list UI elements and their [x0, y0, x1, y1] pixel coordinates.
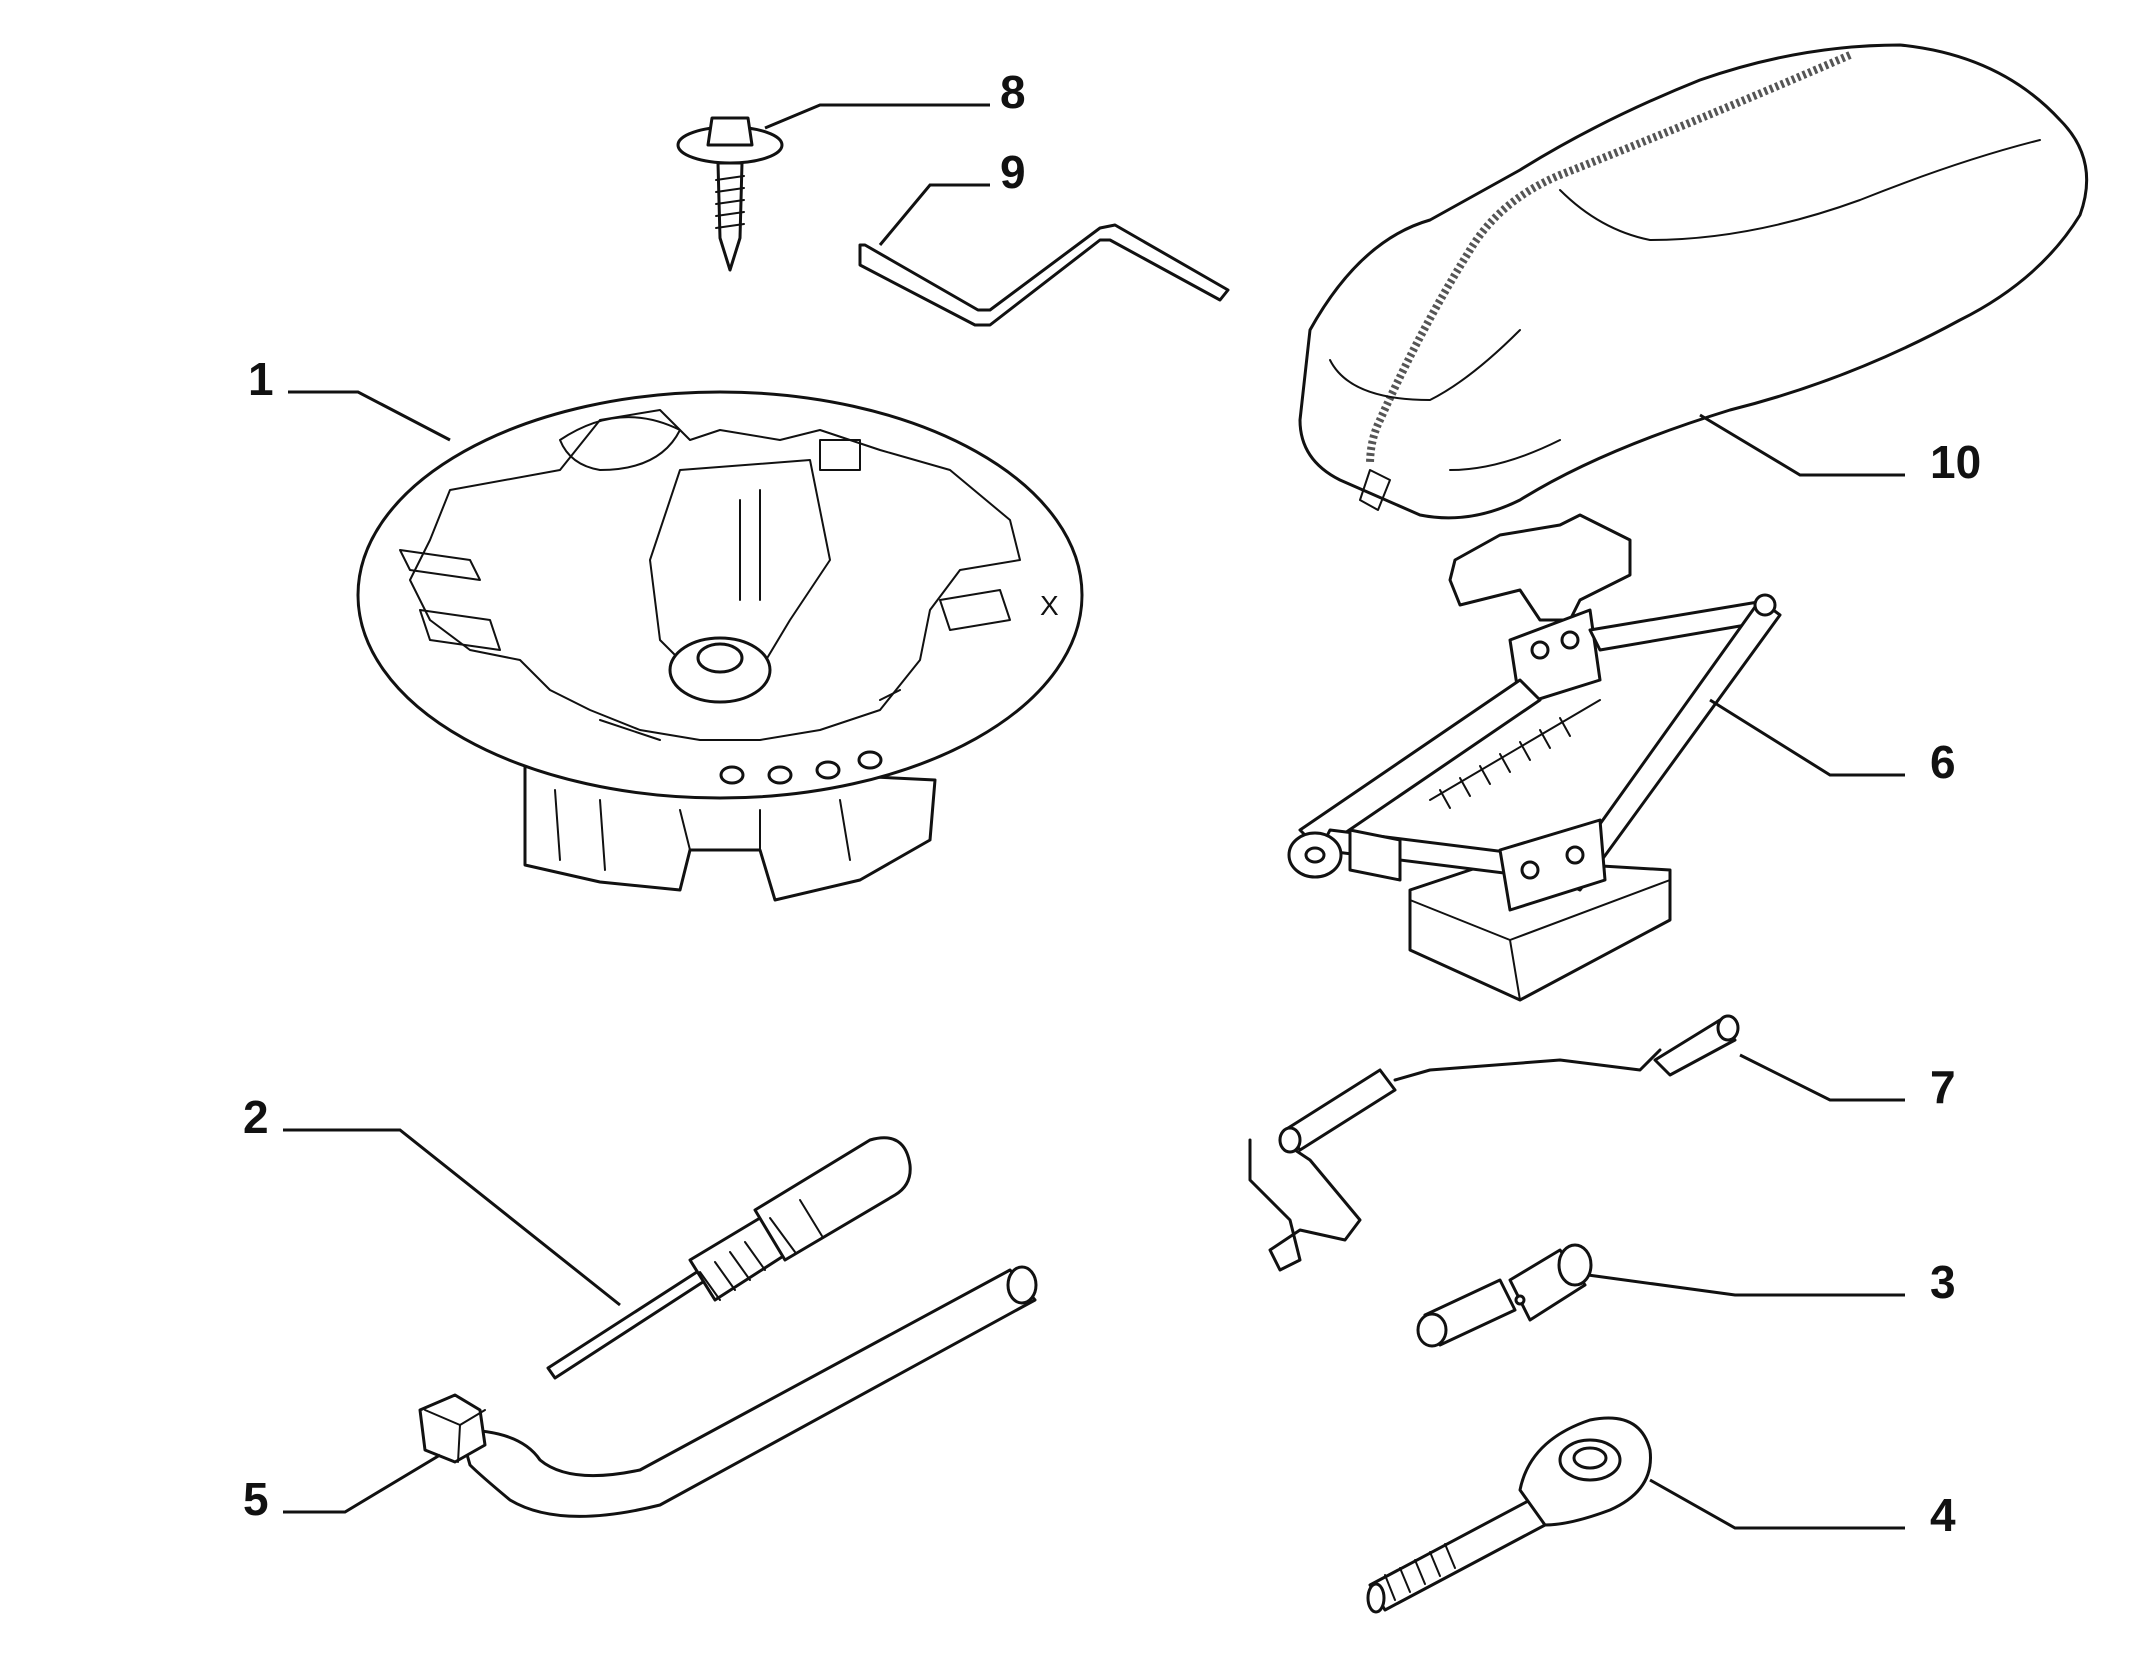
callout-7: 7: [1930, 1061, 1956, 1113]
towing-eye-part: [1366, 1416, 1652, 1614]
leader-4: [1649, 1478, 1905, 1530]
callout-3: 3: [1930, 1256, 1956, 1308]
tool-tray-part: X: [356, 390, 1084, 902]
callout-5: 5: [243, 1473, 269, 1525]
leader-3: [1587, 1273, 1905, 1297]
scissor-jack-part: [1287, 513, 1782, 1002]
leader-2: [283, 1128, 621, 1307]
callout-6: 6: [1930, 736, 1956, 788]
x-mark: X: [1040, 590, 1059, 621]
tool-bag-part: [1298, 43, 2089, 520]
crank-handle-part: [1248, 1014, 1740, 1272]
leader-5: [283, 1453, 441, 1514]
callout-9: 9: [1000, 146, 1026, 198]
callout-4: 4: [1930, 1489, 1956, 1541]
callout-10: 10: [1930, 436, 1981, 488]
leader-lines: [283, 103, 1905, 1530]
leader-9: [878, 183, 990, 246]
hex-key-part: [858, 223, 1230, 327]
leader-6: [1709, 698, 1905, 777]
wheel-wrench-part: [418, 1265, 1038, 1518]
callout-8: 8: [1000, 66, 1026, 118]
screw-part: [676, 116, 784, 272]
leader-7: [1739, 1053, 1905, 1102]
callout-numbers: 8 9 1 10 6 7 3 4 2 5: [243, 66, 1981, 1541]
leader-8: [764, 103, 990, 130]
leader-1: [288, 390, 451, 442]
socket-adapter-part: [1416, 1243, 1593, 1348]
callout-1: 1: [248, 353, 274, 405]
callout-2: 2: [243, 1091, 269, 1143]
leader-10: [1699, 413, 1905, 477]
screwdriver-part: [546, 1136, 912, 1380]
